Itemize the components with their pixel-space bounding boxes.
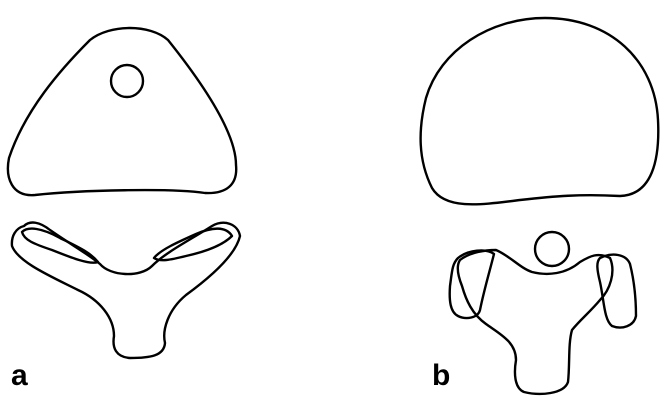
panel-a-label: a	[11, 361, 28, 391]
panel-a-vertebral-arch	[12, 223, 240, 358]
panel-b-label: b	[432, 361, 450, 391]
panel-a-vertebral-canal	[111, 65, 143, 97]
panel-a-vertebral-body	[8, 28, 236, 195]
panel-b-right-articular-facet	[597, 255, 636, 328]
panel-b-vertebral-arch	[458, 250, 613, 394]
panel-a-left-articular-facet	[22, 229, 98, 263]
panel-b-vertebral-body	[421, 18, 659, 204]
panel-b-vertebral-canal	[535, 232, 569, 266]
panel-a-drawing	[8, 28, 240, 358]
panel-b-drawing	[421, 18, 659, 394]
